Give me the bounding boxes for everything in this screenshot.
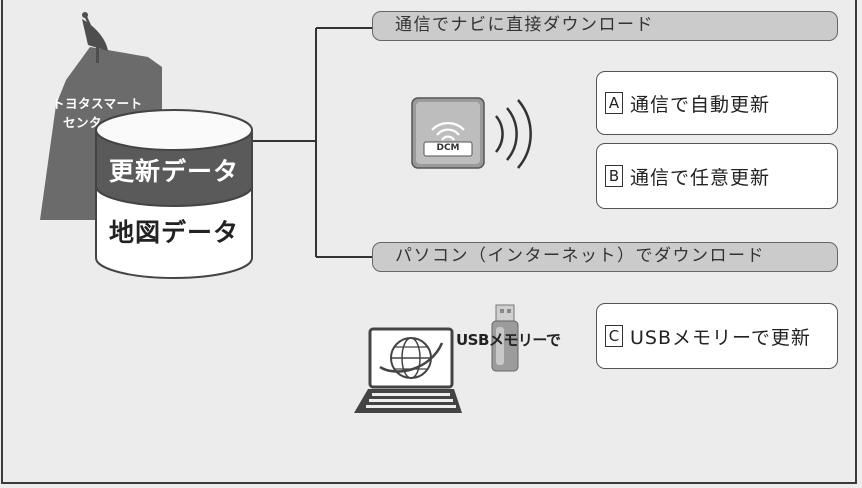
satellite-dish-icon bbox=[82, 12, 108, 63]
map-data-label: 地図データ bbox=[108, 218, 239, 247]
option-a-box: A 通信で自動更新 bbox=[596, 71, 838, 135]
option-a-label: 通信で自動更新 bbox=[630, 93, 771, 116]
dcm-device bbox=[411, 97, 532, 169]
update-data-label: 更新データ bbox=[108, 157, 239, 186]
data-cylinder bbox=[95, 109, 253, 279]
globe-icon bbox=[379, 337, 444, 379]
option-c-label: USBメモリーで更新 bbox=[630, 326, 811, 349]
usb-stick-icon bbox=[491, 304, 519, 372]
option-c-box: C USBメモリーで更新 bbox=[596, 303, 838, 369]
route-telematics: 通信でナビに直接ダウンロード bbox=[372, 11, 838, 41]
laptop-icon bbox=[354, 327, 462, 413]
usb-memory-label: USBメモリーで bbox=[456, 331, 561, 349]
wifi-icon bbox=[431, 122, 465, 141]
dcm-label: DCM bbox=[436, 143, 460, 153]
option-b-box: B 通信で任意更新 bbox=[596, 143, 838, 209]
option-a-key: A bbox=[605, 92, 623, 114]
option-c-key: C bbox=[605, 325, 623, 347]
signal-waves-icon bbox=[495, 99, 532, 169]
center-label-line1: トヨタスマート bbox=[52, 96, 143, 111]
option-b-label: 通信で任意更新 bbox=[630, 166, 771, 189]
option-b-key: B bbox=[605, 165, 623, 187]
route-pc: パソコン（インターネット）でダウンロード bbox=[372, 242, 838, 272]
